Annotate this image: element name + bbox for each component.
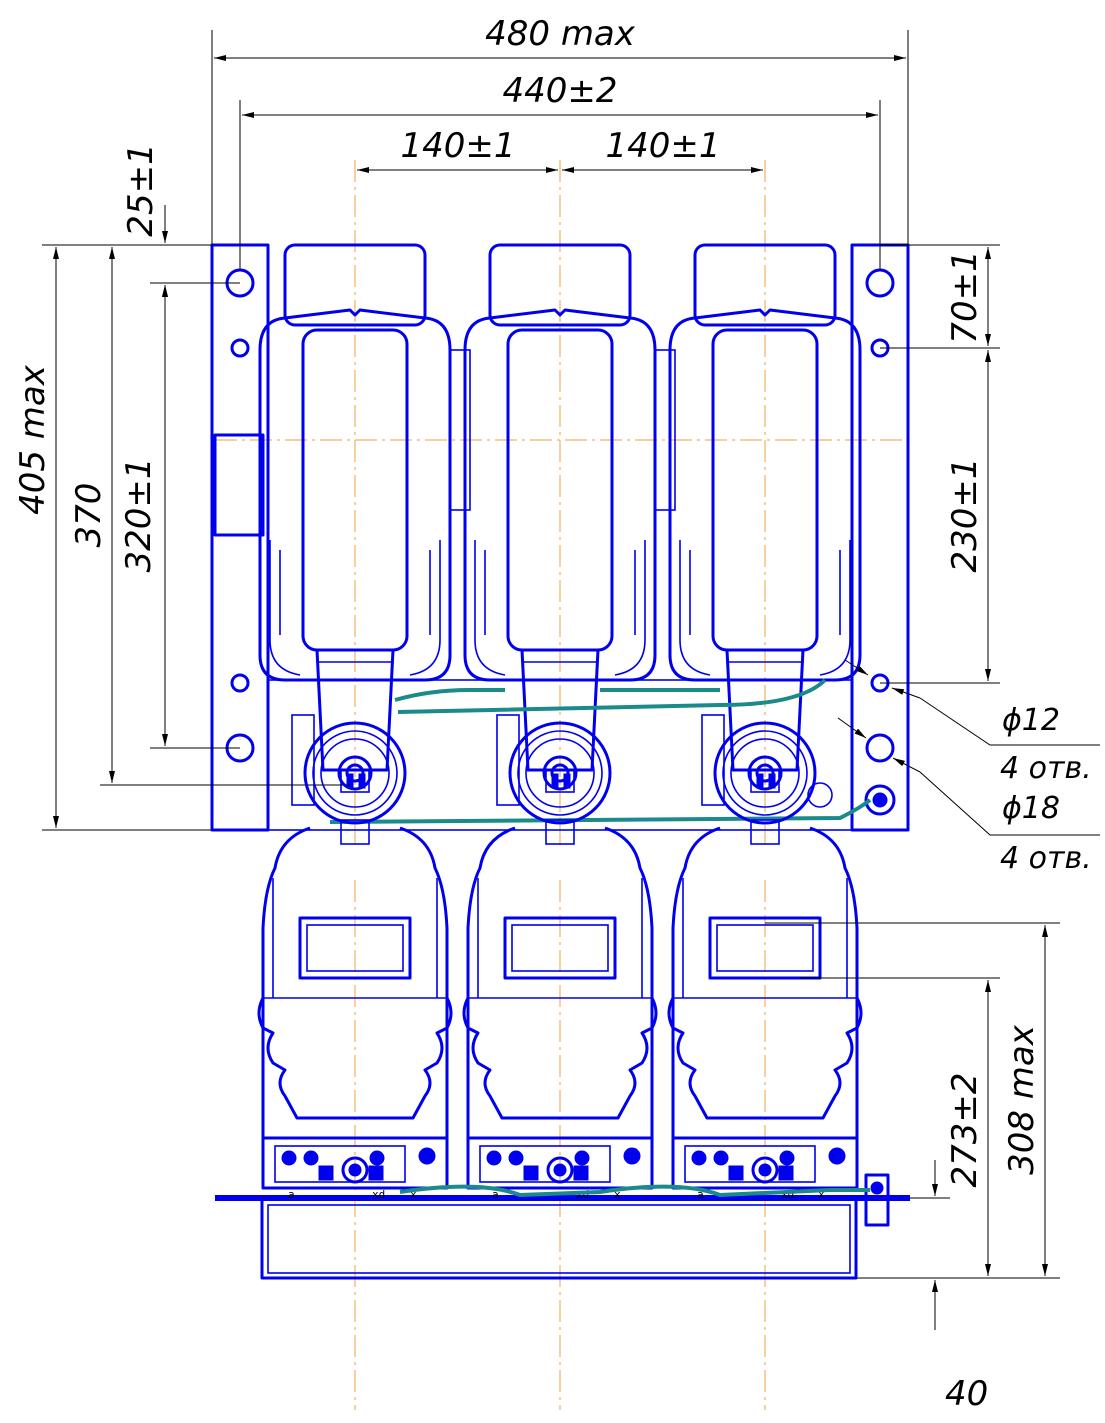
dim-height-370: 370	[69, 483, 109, 548]
hole-small-dia: ϕ12	[1002, 703, 1060, 738]
dim-side-height-273: 273±2	[945, 1072, 985, 1187]
hole-large-count: 4 отв.	[1000, 841, 1092, 876]
connector-rod	[654, 349, 676, 511]
dim-top-offset: 25±1	[121, 143, 161, 236]
clamp	[291, 714, 315, 806]
svg-text:a: a	[697, 1188, 704, 1201]
wire	[394, 688, 505, 702]
base-frame	[260, 1196, 858, 1280]
clamp	[496, 714, 520, 806]
svg-text:x: x	[818, 1188, 825, 1201]
svg-text:a: a	[492, 1188, 499, 1201]
dim-side-height-308: 308 max	[1002, 1024, 1042, 1175]
side-bracket	[213, 433, 265, 537]
dim-overall-height: 405 max	[13, 364, 53, 515]
ground-terminal	[864, 1173, 890, 1227]
dim-overall-width: 480 max	[485, 14, 636, 54]
ground-wire	[329, 798, 872, 824]
side-view: a xd a xd a xd x x x 308 max 273±2 40	[215, 721, 1060, 1414]
svg-text:x: x	[614, 1188, 621, 1201]
dim-hole-spacing-vertical: 320±1	[119, 457, 159, 572]
dim-phase-spacing-right: 140±1	[605, 126, 720, 166]
terminal-x: x	[410, 1188, 417, 1201]
dim-right-mid-spacing: 230±1	[945, 457, 985, 572]
top-view: 480 max 440±2 140±1 140±1 25±1 405 max 3…	[13, 14, 1100, 876]
terminal-xd: xd	[372, 1188, 385, 1201]
clamp	[701, 714, 725, 806]
dim-mount-width: 440±2	[502, 71, 617, 111]
wire	[397, 678, 827, 714]
side-wire	[399, 1184, 870, 1198]
hole-small-count: 4 отв.	[1000, 751, 1092, 786]
hole-large-dia: ϕ18	[1002, 791, 1060, 826]
connector-rod	[449, 349, 471, 511]
dim-right-top-spacing: 70±1	[945, 250, 985, 343]
terminal-a: a	[288, 1188, 295, 1201]
dim-base-height: 40	[945, 1374, 988, 1414]
dim-phase-spacing-left: 140±1	[400, 126, 515, 166]
